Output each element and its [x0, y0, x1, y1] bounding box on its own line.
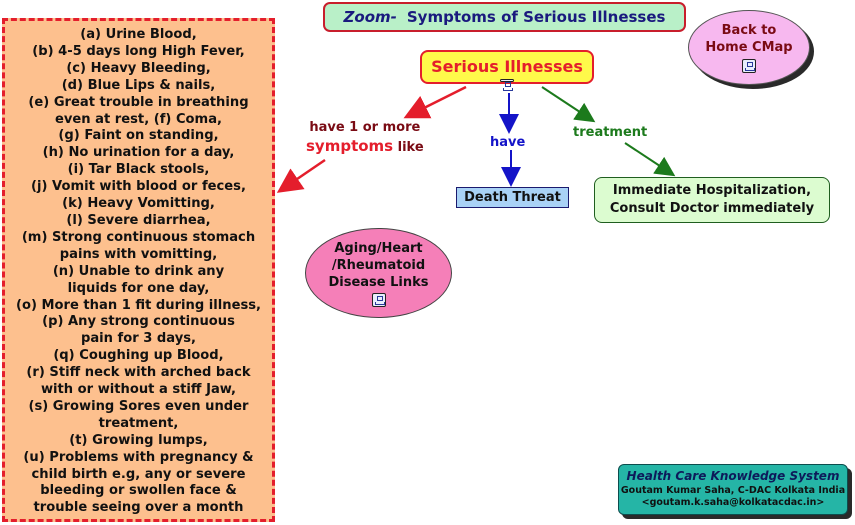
symptom-line: (u) Problems with pregnancy & — [23, 449, 254, 465]
aging-node-line1: Aging/Heart — [334, 240, 423, 256]
cmap-link-icon[interactable] — [371, 292, 386, 307]
symptom-line: (q) Coughing up Blood, — [53, 348, 224, 364]
symptom-line: pain for 3 days, — [80, 331, 197, 347]
symptom-line: (n) Unable to drink any — [52, 263, 225, 279]
symptom-line: (l) Severe diarrhea, — [66, 212, 211, 228]
symptoms-link-label: have 1 or more symptoms like — [306, 119, 424, 157]
aging-node-line2: /Rheumatoid — [331, 257, 426, 273]
footer-title: Health Care Knowledge System — [626, 469, 840, 483]
cmap-link-icon[interactable] — [742, 59, 756, 73]
cmap-link-icon[interactable] — [500, 79, 514, 91]
symptom-line: (h) No urination for a day, — [42, 145, 235, 161]
symptom-line: liquids for one day, — [67, 280, 210, 296]
symptom-line: (r) Stiff neck with arched back — [26, 365, 251, 381]
back-to-home-cmap-node[interactable]: Back to Home CMap — [688, 10, 810, 85]
symptom-line: (e) Great trouble in breathing — [28, 94, 249, 110]
serious-node-label: Serious Illnesses — [431, 57, 583, 76]
footer-author: Goutam Kumar Saha, C-DAC Kolkata India — [620, 485, 846, 496]
aging-disease-links-node[interactable]: Aging/Heart /Rheumatoid Disease Links — [305, 228, 452, 318]
title-text: Symptoms of Serious Illnesses — [406, 8, 666, 26]
back-node-line2: Home CMap — [705, 40, 793, 55]
symptom-line: treatment, — [98, 415, 179, 431]
treatment-link-label: treatment — [573, 125, 648, 140]
symptom-line: child birth e.g, any or severe — [31, 466, 246, 482]
have-link-label: have — [490, 135, 526, 150]
symptom-line: (k) Heavy Vomitting, — [62, 196, 215, 212]
symptom-line: even at rest, (f) Coma, — [54, 111, 223, 127]
symptom-line: (a) Urine Blood, — [80, 27, 197, 42]
back-node-line1: Back to — [721, 23, 777, 38]
link-to-symptoms-label — [403, 85, 467, 119]
link-to-treatment-label — [541, 86, 596, 123]
death-threat-node: Death Threat — [456, 187, 569, 208]
title-zoom-prefix: Zoom- — [343, 8, 397, 26]
symptoms-link-line1: have 1 or more — [309, 120, 421, 135]
symptom-line: (i) Tar Black stools, — [67, 162, 210, 178]
symptom-line: (s) Growing Sores even under — [28, 398, 249, 414]
symptom-line: (b) 4-5 days long High Fever, — [32, 43, 245, 59]
symptom-line: (t) Growing lumps, — [69, 432, 208, 448]
serious-illnesses-node: Serious Illnesses — [420, 50, 594, 91]
symptom-line: bleeding or swollen face & — [40, 483, 237, 499]
hospital-node-line1: Immediate Hospitalization, — [612, 183, 812, 198]
map-title: Zoom- Symptoms of Serious Illnesses — [323, 2, 686, 32]
footer-email: <goutam.k.saha@kolkatacdac.in> — [641, 497, 825, 508]
symptom-line: trouble seeing over a month — [33, 500, 244, 516]
symptom-line: (j) Vomit with blood or feces, — [31, 179, 246, 195]
link-treatment-to-hospital — [624, 142, 676, 177]
symptom-line: pains with vomitting, — [59, 246, 218, 262]
symptoms-list-node: (a) Urine Blood,(b) 4-5 days long High F… — [2, 18, 275, 522]
symptom-line: (g) Faint on standing, — [58, 128, 219, 144]
hospital-node-line2: Consult Doctor immediately — [609, 201, 815, 216]
footer-credits: Health Care Knowledge System Goutam Kuma… — [618, 464, 848, 515]
symptoms-link-tail: like — [393, 140, 424, 155]
symptom-line: (d) Blue Lips & nails, — [61, 77, 216, 93]
hospitalization-node: Immediate Hospitalization, Consult Docto… — [594, 177, 830, 223]
symptoms-link-emphasis: symptoms — [306, 137, 394, 155]
aging-node-line3: Disease Links — [328, 274, 429, 290]
symptom-line: (c) Heavy Bleeding, — [66, 60, 211, 76]
symptom-line: (p) Any strong continuous — [42, 314, 235, 330]
symptom-line: with or without a stiff Jaw, — [40, 382, 237, 398]
symptom-line: (o) More than 1 fit during illness, — [15, 297, 262, 313]
link-symptoms-to-list — [276, 158, 326, 193]
symptom-line: (m) Strong continuous stomach — [21, 229, 256, 245]
